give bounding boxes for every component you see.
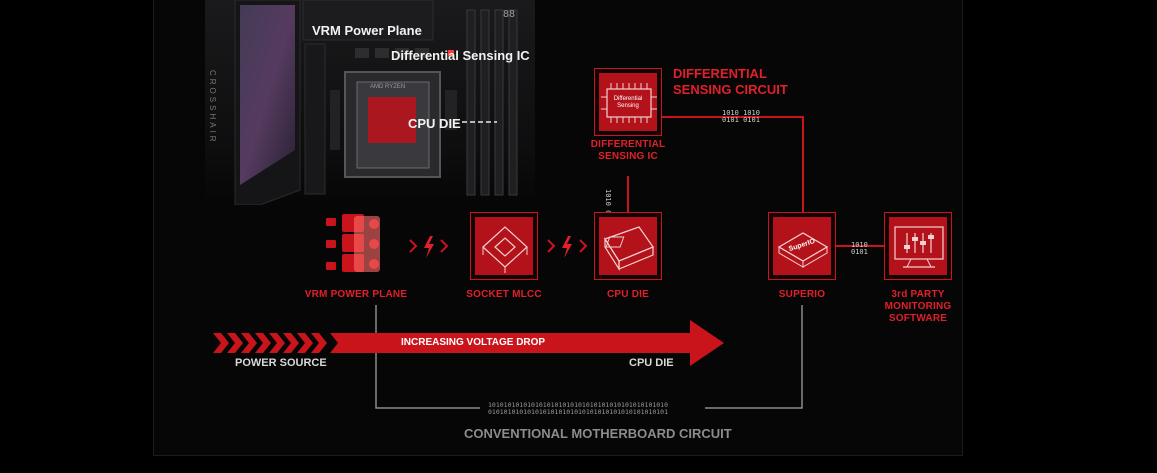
voltage-drop-label: INCREASING VOLTAGE DROP — [401, 337, 546, 348]
conventional-bits: 1010101010101010101010101010101010101010… — [488, 402, 668, 416]
sensing-ic-label-line1: DIFFERENTIAL — [590, 139, 666, 150]
bits-top-1: 1010 1010 — [722, 109, 760, 117]
debug-display: 88 — [503, 9, 516, 20]
monitoring-software-node — [884, 212, 952, 280]
bits-top-2: 0101 0101 — [722, 116, 760, 124]
software-label-line3: SOFTWARE — [888, 313, 948, 324]
monitoring-software-label: 3rd PARTY MONITORING SOFTWARE — [874, 289, 962, 325]
cpu-brand-text: AMD RYZEN — [370, 84, 406, 90]
circuit-title-line2: SENSING CIRCUIT — [673, 82, 788, 97]
bits-right-2: 0101 — [851, 248, 868, 256]
cpu-die-callout: CPU DIE — [408, 116, 461, 131]
circuit-title-line1: DIFFERENTIAL — [673, 66, 767, 81]
chip-label-line2: Sensing — [617, 103, 639, 109]
power-chevrons — [213, 333, 327, 353]
bits-right: 1010 0101 — [851, 242, 868, 256]
superio-node: SuperIO — [768, 212, 836, 280]
sensing-ic-label: DIFFERENTIAL SENSING IC — [585, 139, 671, 163]
vrm-node-label: VRM POWER PLANE — [304, 289, 408, 300]
power-source-label: POWER SOURCE — [235, 357, 327, 369]
software-label-line2: MONITORING — [884, 301, 952, 312]
bits-top: 1010 1010 0101 0101 — [722, 110, 760, 124]
vrm-node-icon — [322, 212, 392, 276]
circuit-title: DIFFERENTIAL SENSING CIRCUIT — [673, 66, 788, 98]
conventional-bits-2: 0101010101010101010101010101010101010101… — [488, 408, 669, 416]
vrm-power-plane-callout: VRM Power Plane — [312, 23, 422, 38]
differential-sensing-ic-node: Differential Sensing — [594, 68, 662, 136]
conventional-circuit-label: CONVENTIONAL MOTHERBOARD CIRCUIT — [464, 426, 732, 441]
socket-mlcc-label: SOCKET MLCC — [466, 289, 542, 300]
bits-right-1: 1010 — [851, 241, 868, 249]
arrow-cpu-die-label: CPU DIE — [629, 357, 674, 369]
superio-label: SUPERIO — [778, 289, 826, 300]
software-label-line1: 3rd PARTY — [891, 289, 945, 300]
socket-mlcc-node — [470, 212, 538, 280]
motherboard-image: 88 AMD RYZEN CROSSHAIR — [205, 0, 535, 205]
differential-sensing-ic-callout: Differential Sensing IC — [391, 48, 530, 63]
cpu-die-node — [594, 212, 662, 280]
conventional-bits-1: 1010101010101010101010101010101010101010… — [488, 401, 669, 409]
sensing-ic-label-line2: SENSING IC — [598, 151, 658, 162]
cpu-die-node-label: CPU DIE — [607, 289, 649, 300]
chip-label-line1: Differential — [613, 96, 643, 102]
